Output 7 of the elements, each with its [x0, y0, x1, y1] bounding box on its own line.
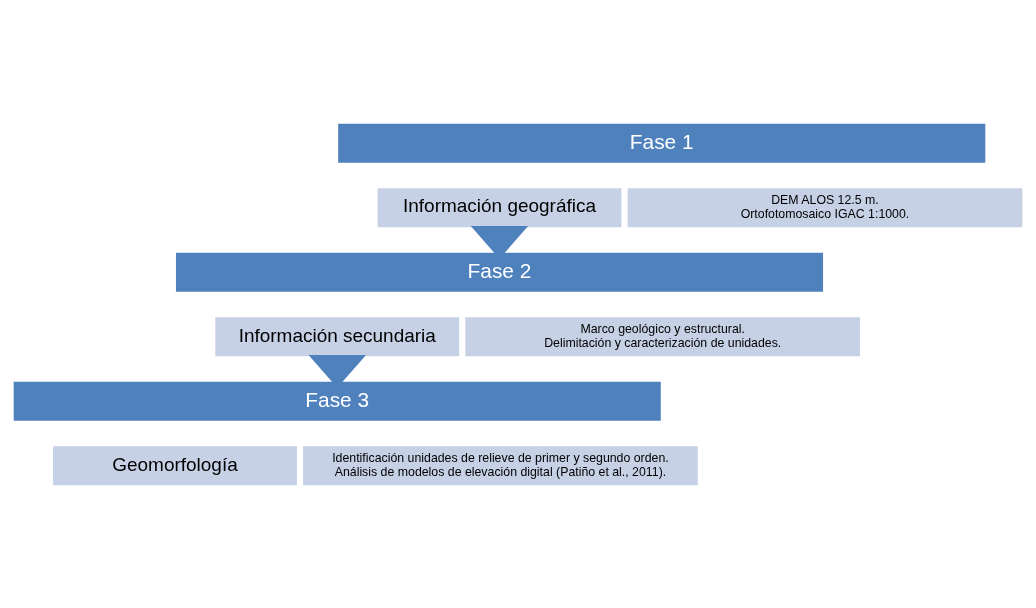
node-box: Marco geológico y estructural. Delimitación y caracterización de unidades.	[463, 314, 862, 358]
node-box: DEM ALOS 12.5 m. Ortofotomosaico IGAC 1:1000.	[625, 185, 1025, 229]
node-box: Fase 1	[336, 121, 988, 165]
node-box: Fase 2	[174, 250, 825, 294]
node-box: Identificación unidades de relieve de primer y segundo orden. Análisis de modelos de elevación digital (Patiño et al., 2011).	[301, 443, 700, 487]
node-box: Geomorfología	[51, 443, 299, 487]
node-box: Fase 3	[11, 379, 663, 423]
